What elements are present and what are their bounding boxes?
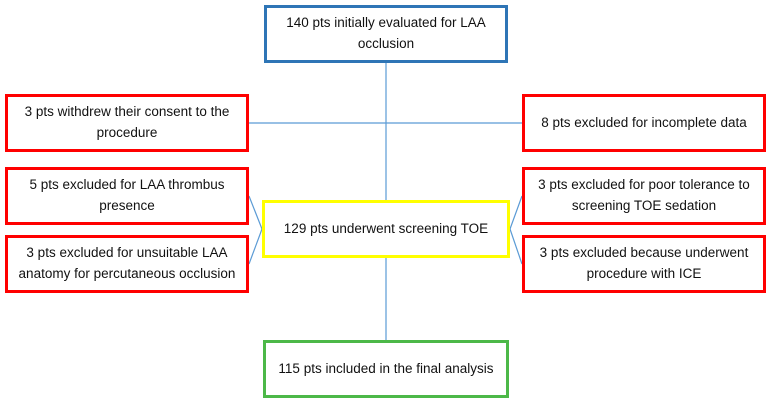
initial-evaluation-text: 140 pts initially evaluated for LAA occl…: [286, 15, 486, 51]
final-analysis-box: 115 pts included in the final analysis: [263, 340, 509, 398]
ice-procedure-box: 3 pts excluded because underwent procedu…: [522, 235, 766, 293]
thrombus-connector: [248, 195, 263, 230]
withdrew-consent-box: 3 pts withdrew their consent to the proc…: [5, 94, 249, 152]
screening-toe-text: 129 pts underwent screening TOE: [283, 220, 489, 236]
screening-toe-box: 129 pts underwent screening TOE: [262, 200, 510, 258]
poor-tolerance-text: 3 pts excluded for poor tolerance to scr…: [538, 177, 750, 213]
final-analysis-text: 115 pts included in the final analysis: [278, 360, 494, 376]
ice-connector: [509, 228, 523, 265]
incomplete-data-box: 8 pts excluded for incomplete data: [522, 94, 766, 152]
poor-tolerance-box: 3 pts excluded for poor tolerance to scr…: [522, 167, 766, 225]
incomplete-data-text: 8 pts excluded for incomplete data: [541, 114, 747, 130]
ice-procedure-text: 3 pts excluded because underwent procedu…: [539, 245, 749, 281]
poor-tolerance-connector: [509, 195, 523, 230]
unsuitable-anatomy-text: 3 pts excluded for unsuitable LAA anatom…: [18, 245, 236, 281]
laa-thrombus-text: 5 pts excluded for LAA thrombus presence: [29, 177, 225, 213]
withdrew-consent-text: 3 pts withdrew their consent to the proc…: [24, 104, 230, 140]
initial-evaluation-box: 140 pts initially evaluated for LAA occl…: [264, 5, 508, 63]
laa-thrombus-box: 5 pts excluded for LAA thrombus presence: [5, 167, 249, 225]
anatomy-connector: [248, 228, 263, 265]
unsuitable-anatomy-box: 3 pts excluded for unsuitable LAA anatom…: [5, 235, 249, 293]
